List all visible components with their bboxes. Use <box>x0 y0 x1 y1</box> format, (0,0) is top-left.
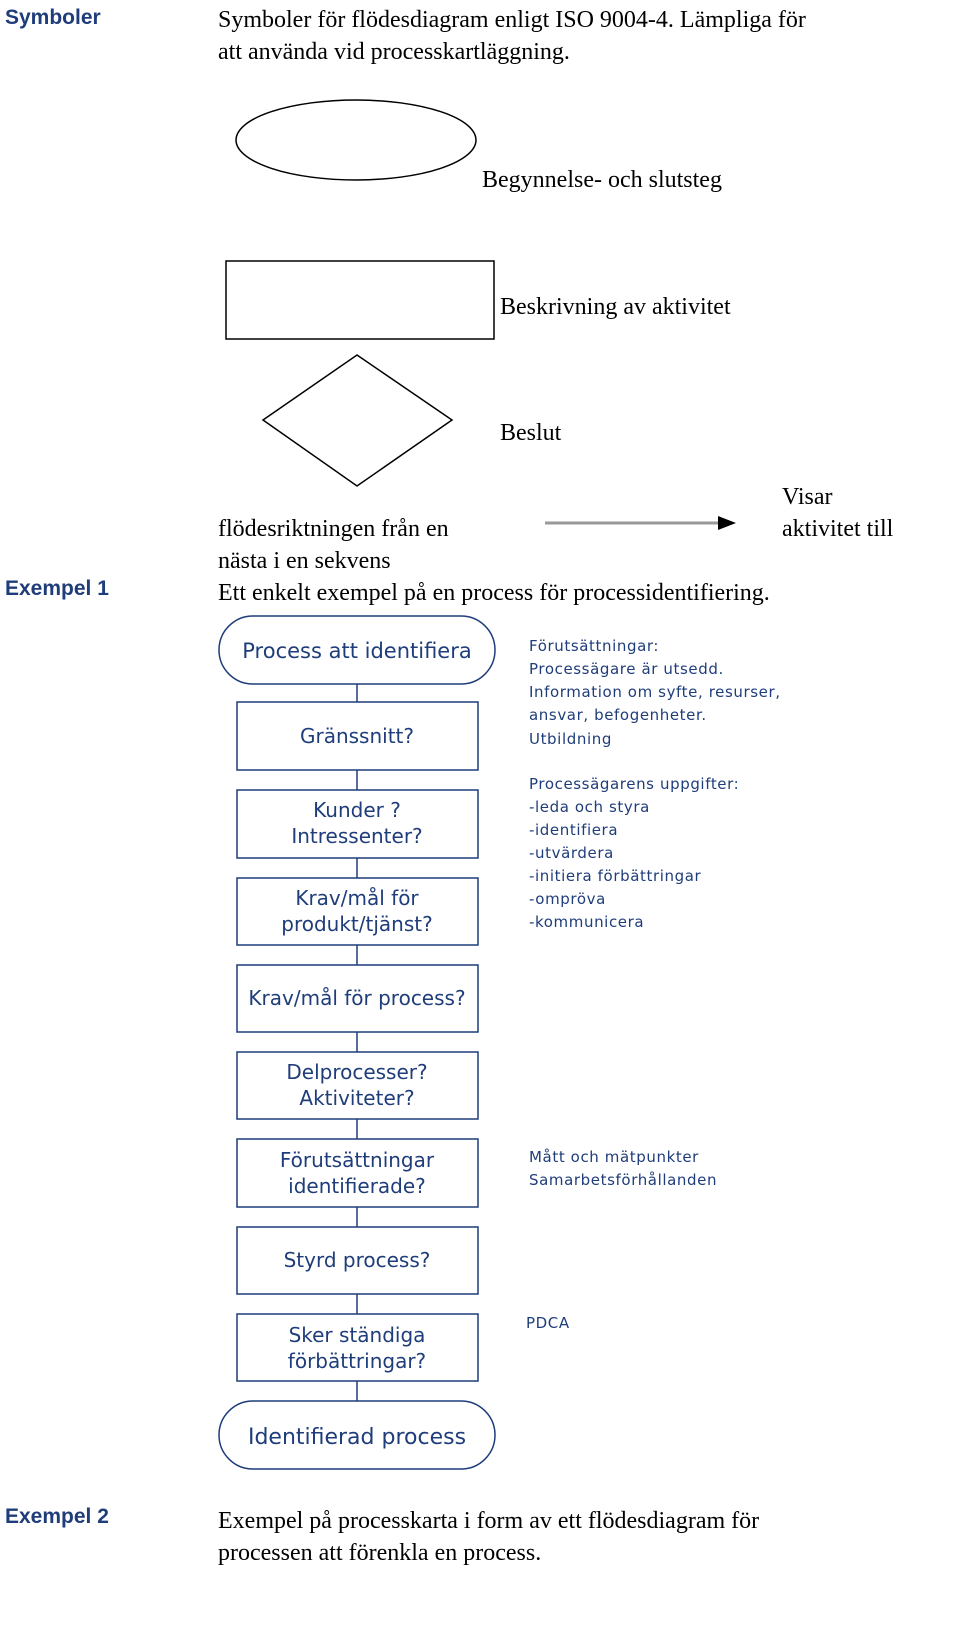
flow-arrow-head <box>718 516 736 530</box>
arrow-label-aktivitet: aktivitet till <box>782 516 894 542</box>
decision-label: Beslut <box>500 420 562 446</box>
end-terminal <box>218 1400 496 1470</box>
step-label: identifierade? <box>288 1174 426 1198</box>
step-label: Aktiviteter? <box>299 1086 414 1110</box>
note-line: -ompröva <box>529 890 606 908</box>
section-label-symbols: Symboler <box>5 6 101 29</box>
step-label: Intressenter? <box>291 824 422 848</box>
note-line: Förutsättningar: <box>529 637 659 655</box>
step-label: Kunder ? <box>313 798 401 822</box>
step-box <box>236 964 479 1033</box>
note-line: Processägare är utsedd. <box>529 660 724 678</box>
arrow-label-line-1: flödesriktningen från en <box>218 516 449 542</box>
note-line: Utbildning <box>529 730 612 748</box>
example2-line-1: Exempel på processkarta i form av ett fl… <box>218 1508 760 1534</box>
section-label-example1: Exempel 1 <box>5 577 109 600</box>
example2-line-2: processen att förenkla en process. <box>218 1540 542 1566</box>
terminal-symbol <box>235 99 477 181</box>
note-line: -identifiera <box>529 821 618 839</box>
step-label: Sker ständiga <box>289 1323 426 1347</box>
note-line: -kommunicera <box>529 913 644 931</box>
note-line: -leda och styra <box>529 798 650 816</box>
note-line: Information om syfte, resurser, <box>529 683 781 701</box>
section-label-example2: Exempel 2 <box>5 1505 109 1528</box>
intro-line-2: att använda vid processkartläggning. <box>218 39 570 65</box>
note-line: PDCA <box>526 1314 570 1332</box>
step-label: Krav/mål för <box>295 886 419 910</box>
step-label: Delprocesser? <box>286 1060 427 1084</box>
arrow-label-visar: Visar <box>782 484 833 510</box>
note-line: ansvar, befogenheter. <box>529 706 707 724</box>
note-line: Mått och mätpunkter <box>529 1148 699 1166</box>
note-line: Processägarens uppgifter: <box>529 775 739 793</box>
activity-symbol <box>225 260 495 340</box>
terminal-label: Begynnelse- och slutsteg <box>482 167 722 193</box>
intro-line-1: Symboler för flödesdiagram enligt ISO 90… <box>218 7 806 33</box>
example1-caption: Ett enkelt exempel på en process för pro… <box>218 580 770 606</box>
step-box <box>236 877 479 946</box>
step-box <box>236 1051 479 1120</box>
end-terminal-label: Identifierad process <box>248 1425 466 1450</box>
start-terminal-label: Process att identifiera <box>242 639 471 663</box>
step-label: Styrd process? <box>284 1248 431 1272</box>
step-box <box>236 789 479 859</box>
step-box <box>236 1138 479 1208</box>
step-box <box>236 1226 479 1295</box>
start-terminal <box>218 615 496 685</box>
note-line: -utvärdera <box>529 844 614 862</box>
step-label: produkt/tjänst? <box>281 912 432 936</box>
arrow-label-line-2: nästa i en sekvens <box>218 548 391 574</box>
step-box <box>236 701 479 771</box>
step-label: förbättringar? <box>288 1349 426 1373</box>
note-line: -initiera förbättringar <box>529 867 702 885</box>
symbol-legend <box>225 99 736 530</box>
note-line: Samarbetsförhållanden <box>529 1171 717 1189</box>
decision-symbol <box>261 354 454 487</box>
step-label: Krav/mål för process? <box>248 986 465 1010</box>
step-label: Gränssnitt? <box>300 724 414 748</box>
activity-label: Beskrivning av aktivitet <box>500 294 731 320</box>
step-box <box>236 1313 479 1382</box>
step-label: Förutsättningar <box>280 1148 435 1172</box>
